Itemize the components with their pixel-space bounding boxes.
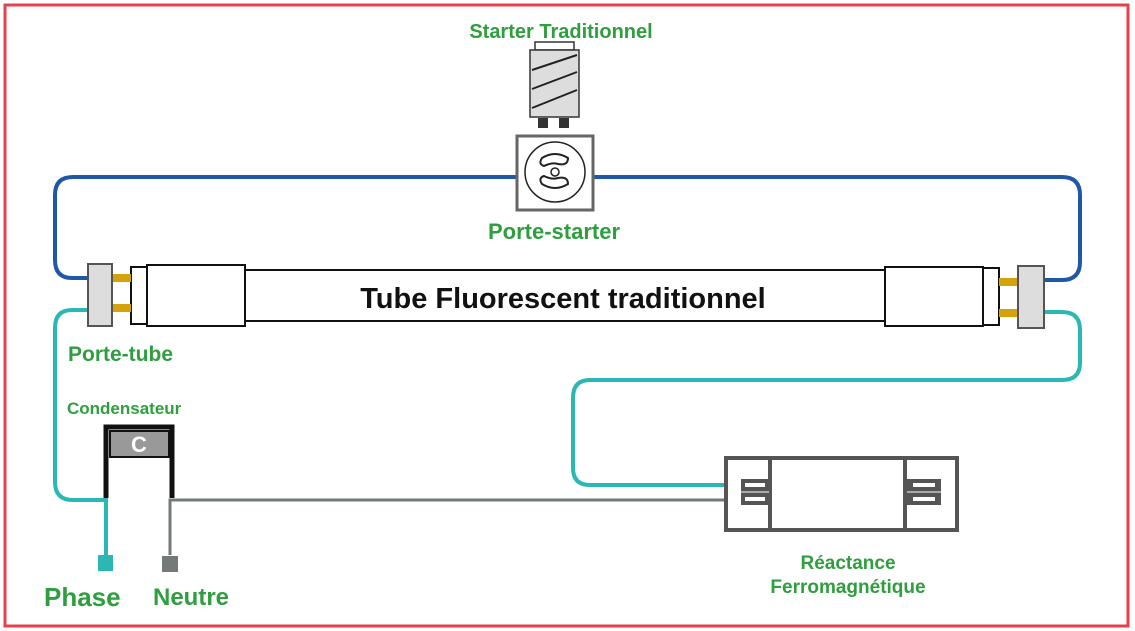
ballast-phase-wire <box>571 310 1082 487</box>
phase-wire <box>53 308 108 555</box>
phase-terminal <box>98 555 113 571</box>
ballast-label-line2: Ferromagnétique <box>770 577 925 598</box>
pin-left-top <box>111 274 131 282</box>
starter-holder <box>515 134 595 212</box>
tube-holder-left <box>87 263 113 327</box>
pin-right-bottom <box>999 309 1019 317</box>
starter-label: Starter Traditionnel <box>469 21 652 43</box>
capacitor: C <box>103 424 175 498</box>
starter <box>529 41 580 128</box>
starter-holder-label: Porte-starter <box>488 219 620 244</box>
starter-wire-right <box>593 175 1082 282</box>
capacitor-label: Condensateur <box>67 399 182 418</box>
capacitor-symbol: C <box>131 432 147 457</box>
ballast <box>724 456 959 532</box>
starter-wire-left <box>53 175 516 280</box>
frame-border <box>3 3 1130 628</box>
pin-right-top <box>999 278 1019 286</box>
ballast-label-line1: Réactance <box>800 553 895 574</box>
tube-holder-label: Porte-tube <box>68 343 173 366</box>
phase-label: Phase <box>44 582 121 612</box>
neutral-wire <box>168 498 742 555</box>
fluorescent-tube: Tube Fluorescent traditionnel <box>111 264 1019 327</box>
neutral-label: Neutre <box>153 584 229 611</box>
tube-holder-right <box>1017 265 1045 329</box>
pin-left-bottom <box>111 304 131 312</box>
neutral-terminal <box>162 556 178 572</box>
tube-label: Tube Fluorescent traditionnel <box>360 283 766 315</box>
